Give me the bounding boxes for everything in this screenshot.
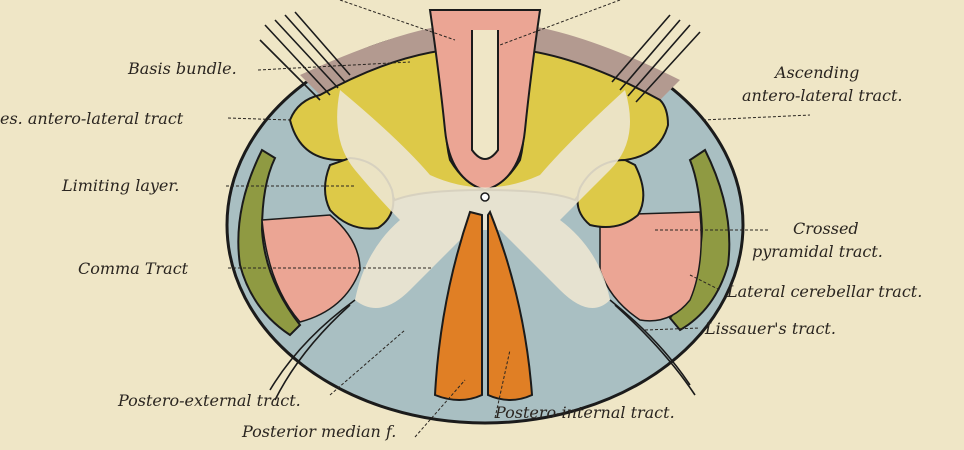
label-crossed-2: pyramidal tract. [752,243,883,261]
label-antero-lateral-left: es. antero-lateral tract [0,110,183,128]
label-crossed-1: Crossed [793,220,859,238]
label-limiting-layer: Limiting layer. [62,177,179,195]
label-basis-bundle: Basis bundle. [128,60,237,78]
label-postero-external: Postero-external tract. [118,392,301,410]
label-lateral-cerebellar: Lateral cerebellar tract. [727,283,922,301]
label-ascending-1: Ascending [775,64,859,82]
label-posterior-median: Posterior median f. [242,423,396,441]
label-lissauer: Lissauer's tract. [705,320,836,338]
label-postero-internal: Postero-internal tract. [495,404,675,422]
label-comma-tract: Comma Tract [78,260,188,278]
label-ascending-2: antero-lateral tract. [742,87,902,105]
anterior-median-fissure [472,30,498,159]
central-canal [481,193,489,201]
